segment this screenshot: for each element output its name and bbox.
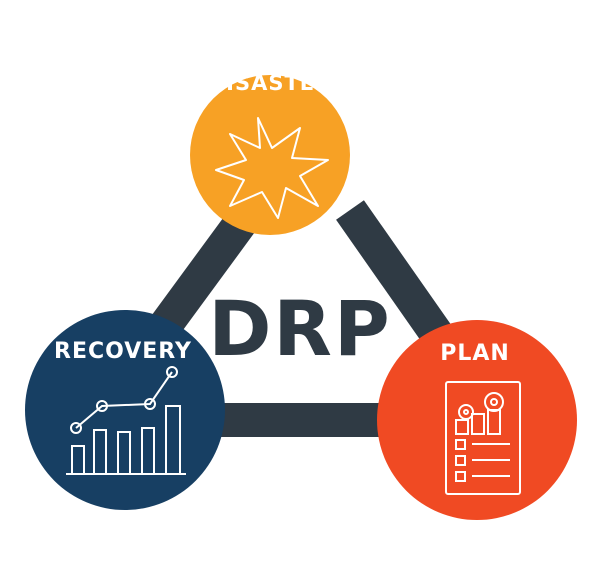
checklist [455,439,510,482]
chart-trend-line [75,371,173,429]
plan-bar-3 [487,409,501,435]
recovery-circle [25,310,225,510]
node-plan: PLAN [377,320,577,520]
plan-circle [377,320,577,520]
node-disaster: DISASTER [190,71,350,235]
recovery-label: RECOVERY [54,339,192,364]
node-recovery: RECOVERY [25,310,225,510]
center-title: DRP [208,284,391,373]
plan-label: PLAN [440,341,510,366]
chart-point-4 [166,366,178,378]
chart-point-2 [96,400,108,412]
plan-bar-2 [471,413,485,435]
explosion-icon [215,117,329,219]
plan-bar-1 [455,419,469,435]
chart-point-1 [70,422,82,434]
document-outline [445,381,521,495]
chart-point-3 [144,398,156,410]
disaster-circle [190,75,350,235]
plan-checklist-icon [445,381,521,495]
rising-bar-chart-icon [66,366,186,475]
disaster-label: DISASTER [208,71,333,95]
